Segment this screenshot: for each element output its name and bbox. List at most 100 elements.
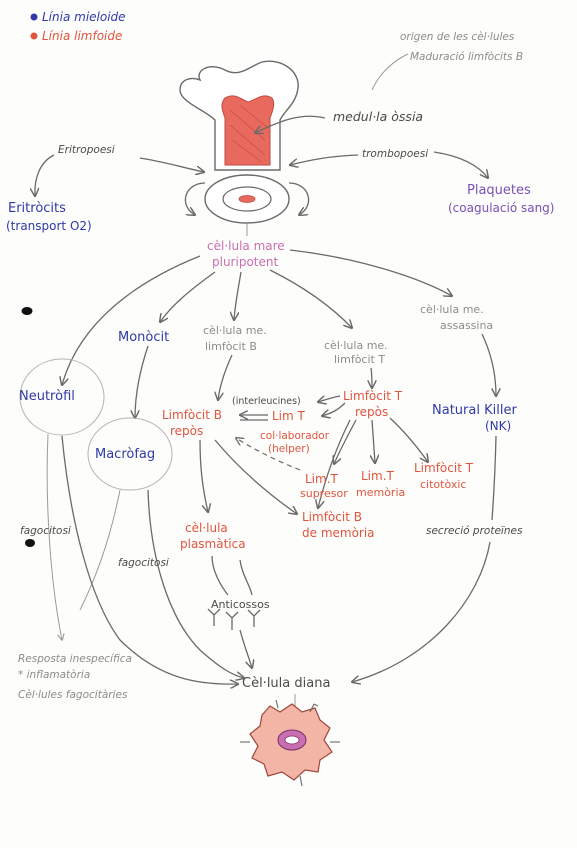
erythrocytes-label: Eritròcits (8, 201, 66, 216)
neutrophil-cell (19, 358, 105, 436)
nk-label-2: (NK) (485, 419, 511, 433)
neutrophil-to-target-arrow (61, 435, 238, 684)
stem-to-monocyte-arrow (160, 271, 216, 322)
nk-to-secretion-line (491, 435, 497, 521)
origin-note-connector (371, 53, 409, 91)
antibodies-to-target-arrow (239, 629, 252, 668)
t-helper-label-3: (helper) (268, 443, 310, 455)
response-line-2: * inflamatòria (18, 669, 90, 681)
stem-nk-label-1: cèl·lula me. (420, 303, 484, 316)
stem-t-label-1: cèl·lula me. (324, 339, 388, 352)
phagocytosis-label-2: fagocitosi (118, 557, 169, 569)
plasma-to-antibodies-line-1 (211, 555, 229, 596)
macrophage-to-response-line (79, 489, 121, 611)
t-suppressor-label-2: supresor (300, 487, 348, 500)
b-rest-label-2: repòs (170, 424, 203, 438)
neutrophil-to-response-line (46, 433, 62, 640)
stem-to-stem-b-arrow (234, 271, 242, 320)
thrombopoiesis-arrow-right (433, 151, 488, 178)
macrophage-label: Macròfag (95, 447, 155, 462)
interleukins-label: (interleucines) (232, 396, 301, 407)
ink-blot-1 (21, 307, 33, 315)
thrombopoiesis-arrow-left (290, 154, 359, 165)
response-line-1: Resposta inespecífica (18, 653, 132, 665)
stem-b-label-1: cèl·lula me. (203, 324, 267, 337)
monocyte-to-macrophage-arrow (135, 345, 149, 418)
t-rest-to-suppressor-arrow (334, 419, 357, 464)
bone-cross-section (184, 174, 310, 224)
t-rest-label-1: Limfòcit T (343, 389, 403, 403)
erythropoiesis-label: Eritropoesi (58, 144, 115, 156)
cross-section-marrow (238, 195, 256, 203)
t-cytotoxic-label-1: Limfòcit T (414, 461, 474, 475)
legend-myeloid-dot (30, 13, 38, 21)
legend: Línia mieloide Línia limfoide (30, 10, 126, 43)
stem-t-label-2: limfòcit T (334, 353, 385, 366)
legend-lymphoid-dot (30, 32, 38, 40)
antibodies-label: Anticossos (211, 598, 270, 611)
stem-to-neutrophil-arrow (62, 255, 201, 385)
t-rest-to-interleukins-arrow (318, 395, 341, 402)
stem-nk-to-nk-arrow (481, 333, 496, 396)
t-cytotoxic-label-2: citotòxic (420, 478, 466, 491)
t-memory-label-2: memòria (356, 486, 405, 499)
b-memory-label-2: de memòria (302, 526, 375, 540)
b-rest-to-plasma-arrow (199, 439, 208, 512)
erythropoiesis-arrow-down (35, 154, 55, 196)
target-cell-nucleolus (284, 735, 300, 745)
neutrophil-label: Neutròfil (19, 389, 75, 404)
nk-label-1: Natural Killer (432, 403, 517, 418)
target-label: Cèl·lula diana (242, 676, 330, 691)
monocyte-label: Monòcit (118, 330, 169, 345)
t-helper-label-1: Lim T (272, 409, 306, 423)
ink-blot-2 (25, 539, 35, 547)
target-cell-spikes (240, 699, 340, 787)
t-memory-label-1: Lim.T (361, 469, 395, 483)
stem-b-label-2: limfòcit B (205, 340, 257, 353)
nk-to-target-arrow (352, 541, 491, 682)
macrophage-cell (87, 417, 173, 491)
plasma-label-1: cèl·lula (185, 521, 228, 535)
macrophage-to-target-arrow (147, 489, 244, 678)
antibody-glyphs (207, 608, 261, 630)
platelets-label: Plaquetes (467, 183, 531, 198)
b-rest-label-1: Limfòcit B (162, 408, 222, 422)
bone-marrow-hatch (229, 104, 269, 163)
plasma-label-2: plasmàtica (180, 537, 246, 551)
origin-note-2: Maduració limfòcits B (410, 51, 523, 63)
erythrocytes-role: (transport O2) (6, 219, 92, 233)
marrow-label: medul·la òssia (333, 109, 423, 124)
suppressor-to-b-rest-dashed (236, 438, 301, 471)
marrow-arrow (255, 115, 326, 133)
stem-to-stem-t-arrow (269, 269, 352, 328)
protein-secretion-label: secreció proteïnes (426, 525, 523, 537)
t-rest-to-memory-arrow (372, 419, 375, 463)
stem-b-to-b-rest-arrow (218, 354, 233, 400)
phagocytosis-label-1: fagocitosi (20, 525, 71, 537)
response-line-3: Cèl·lules fagocitàries (18, 689, 128, 701)
stem-cell-label-1: cèl·lula mare (207, 239, 285, 253)
stem-nk-label-2: assassina (440, 319, 493, 332)
erythropoiesis-arrow-right (139, 157, 204, 172)
t-rest-label-2: repòs (355, 405, 388, 419)
stem-to-stem-nk-arrow (289, 249, 452, 296)
plasma-to-antibodies-line-2 (239, 559, 253, 596)
target-cell-illustration (240, 699, 340, 787)
stem-t-to-t-rest-arrow (371, 367, 372, 388)
bone-illustration (179, 60, 299, 171)
b-memory-label-1: Limfòcit B (302, 510, 362, 524)
t-suppressor-label-1: Lim.T (305, 472, 339, 486)
legend-myeloid-label: Línia mieloide (42, 10, 126, 24)
t-rest-to-t-helper-arrow (322, 402, 346, 416)
platelets-role: (coagulació sang) (448, 201, 554, 215)
origin-note-1: origen de les cèl·lules (400, 31, 515, 43)
t-rest-to-b-memory-arrow (318, 419, 351, 508)
t-rest-to-cytotoxic-arrow (389, 417, 428, 462)
b-rest-to-b-memory-arrow (214, 439, 297, 514)
legend-lymphoid-label: Línia limfoide (42, 29, 122, 43)
t-helper-label-2: col·laborador (260, 430, 330, 442)
stem-cell-label-2: pluripotent (212, 255, 278, 269)
thrombopoiesis-label: trombopoesi (362, 148, 428, 160)
bone-marrow (221, 95, 275, 166)
